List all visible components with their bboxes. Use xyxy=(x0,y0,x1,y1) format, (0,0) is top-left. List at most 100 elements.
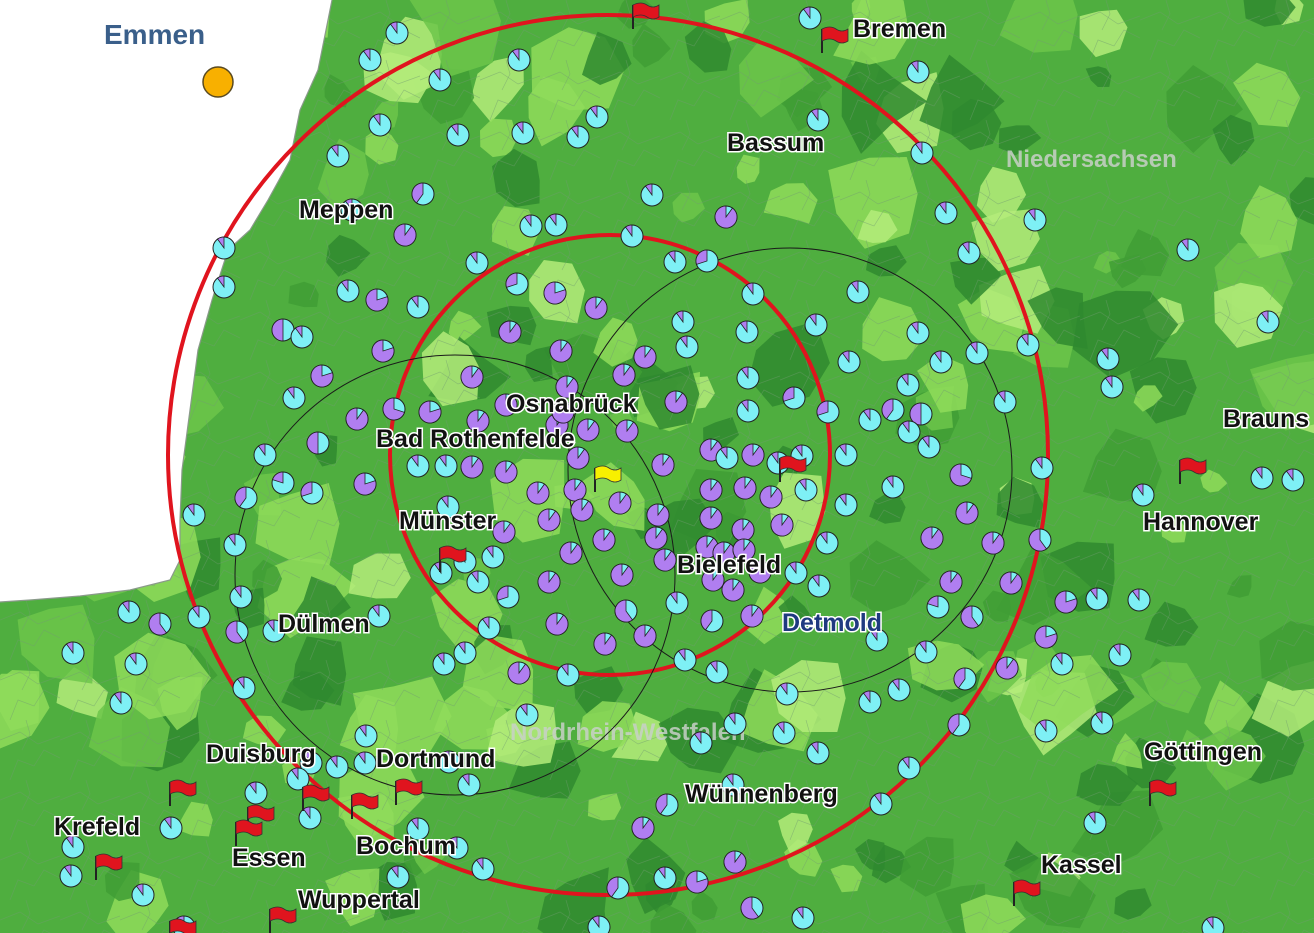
store-pie-marker[interactable] xyxy=(748,560,772,584)
store-pie-marker[interactable] xyxy=(382,397,406,421)
store-pie-marker[interactable] xyxy=(947,713,971,737)
store-pie-marker[interactable] xyxy=(794,478,818,502)
store-pie-marker[interactable] xyxy=(714,205,738,229)
store-pie-marker[interactable] xyxy=(887,678,911,702)
store-pie-marker[interactable] xyxy=(675,335,699,359)
red-flag-marker[interactable] xyxy=(95,853,123,880)
store-pie-marker[interactable] xyxy=(563,478,587,502)
store-pie-marker[interactable] xyxy=(865,628,889,652)
red-flag-marker[interactable] xyxy=(169,779,197,806)
store-pie-marker[interactable] xyxy=(505,272,529,296)
store-pie-marker[interactable] xyxy=(570,498,594,522)
store-pie-marker[interactable] xyxy=(920,526,944,550)
store-pie-marker[interactable] xyxy=(559,541,583,565)
store-pie-marker[interactable] xyxy=(804,313,828,337)
red-flag-marker[interactable] xyxy=(1149,779,1177,806)
store-pie-marker[interactable] xyxy=(212,236,236,260)
store-pie-marker[interactable] xyxy=(1034,719,1058,743)
store-pie-marker[interactable] xyxy=(368,113,392,137)
store-pie-marker[interactable] xyxy=(906,60,930,84)
store-pie-marker[interactable] xyxy=(282,386,306,410)
store-pie-marker[interactable] xyxy=(1281,468,1305,492)
store-pie-marker[interactable] xyxy=(544,213,568,237)
red-flag-marker[interactable] xyxy=(632,2,660,29)
store-pie-marker[interactable] xyxy=(723,850,747,874)
store-pie-marker[interactable] xyxy=(993,390,1017,414)
store-pie-marker[interactable] xyxy=(791,906,815,930)
store-pie-marker[interactable] xyxy=(775,682,799,706)
store-pie-marker[interactable] xyxy=(232,676,256,700)
store-pie-marker[interactable] xyxy=(253,443,277,467)
store-pie-marker[interactable] xyxy=(340,198,364,222)
store-pie-marker[interactable] xyxy=(770,513,794,537)
store-pie-marker[interactable] xyxy=(576,418,600,442)
store-pie-marker[interactable] xyxy=(1090,711,1114,735)
store-pie-marker[interactable] xyxy=(815,531,839,555)
store-pie-marker[interactable] xyxy=(61,835,85,859)
store-pie-marker[interactable] xyxy=(816,400,840,424)
store-pie-marker[interactable] xyxy=(712,541,736,565)
store-pie-marker[interactable] xyxy=(644,526,668,550)
store-pie-marker[interactable] xyxy=(798,6,822,30)
store-pie-marker[interactable] xyxy=(949,463,973,487)
store-pie-marker[interactable] xyxy=(689,731,713,755)
store-pie-marker[interactable] xyxy=(371,339,395,363)
store-pie-marker[interactable] xyxy=(537,508,561,532)
store-pie-marker[interactable] xyxy=(906,321,930,345)
store-pie-marker[interactable] xyxy=(705,660,729,684)
store-pie-marker[interactable] xyxy=(646,503,670,527)
store-pie-marker[interactable] xyxy=(701,568,725,592)
store-pie-marker[interactable] xyxy=(124,652,148,676)
store-pie-marker[interactable] xyxy=(965,341,989,365)
store-pie-marker[interactable] xyxy=(663,250,687,274)
store-pie-marker[interactable] xyxy=(406,817,430,841)
store-pie-marker[interactable] xyxy=(584,296,608,320)
store-pie-marker[interactable] xyxy=(457,773,481,797)
store-pie-marker[interactable] xyxy=(386,865,410,889)
store-pie-marker[interactable] xyxy=(1023,208,1047,232)
store-pie-marker[interactable] xyxy=(653,548,677,572)
store-pie-marker[interactable] xyxy=(453,641,477,665)
store-pie-marker[interactable] xyxy=(353,472,377,496)
store-pie-marker[interactable] xyxy=(735,320,759,344)
store-pie-marker[interactable] xyxy=(225,620,249,644)
store-pie-marker[interactable] xyxy=(896,373,920,397)
store-pie-marker[interactable] xyxy=(498,320,522,344)
store-pie-marker[interactable] xyxy=(271,471,295,495)
store-pie-marker[interactable] xyxy=(784,561,808,585)
store-pie-marker[interactable] xyxy=(740,604,764,628)
store-pie-marker[interactable] xyxy=(608,491,632,515)
store-pie-marker[interactable] xyxy=(685,870,709,894)
red-flag-marker[interactable] xyxy=(395,778,423,805)
red-flag-marker[interactable] xyxy=(821,26,849,53)
store-pie-marker[interactable] xyxy=(117,600,141,624)
store-pie-marker[interactable] xyxy=(926,595,950,619)
store-pie-marker[interactable] xyxy=(733,476,757,500)
store-pie-marker[interactable] xyxy=(182,503,206,527)
store-pie-marker[interactable] xyxy=(367,604,391,628)
store-pie-marker[interactable] xyxy=(960,605,984,629)
store-pie-marker[interactable] xyxy=(1050,652,1074,676)
store-pie-marker[interactable] xyxy=(587,915,611,933)
store-pie-marker[interactable] xyxy=(212,275,236,299)
store-pie-marker[interactable] xyxy=(914,640,938,664)
store-pie-marker[interactable] xyxy=(109,691,133,715)
store-pie-marker[interactable] xyxy=(732,538,756,562)
store-pie-marker[interactable] xyxy=(1131,483,1155,507)
store-pie-marker[interactable] xyxy=(418,400,442,424)
store-pie-marker[interactable] xyxy=(955,501,979,525)
store-pie-marker[interactable] xyxy=(740,896,764,920)
store-pie-marker[interactable] xyxy=(736,366,760,390)
store-pie-marker[interactable] xyxy=(187,605,211,629)
store-pie-marker[interactable] xyxy=(585,105,609,129)
store-pie-marker[interactable] xyxy=(620,224,644,248)
store-pie-marker[interactable] xyxy=(834,443,858,467)
store-pie-marker[interactable] xyxy=(515,703,539,727)
store-pie-marker[interactable] xyxy=(481,545,505,569)
store-pie-marker[interactable] xyxy=(673,648,697,672)
store-pie-marker[interactable] xyxy=(610,563,634,587)
store-pie-marker[interactable] xyxy=(1028,528,1052,552)
store-pie-marker[interactable] xyxy=(549,339,573,363)
store-pie-marker[interactable] xyxy=(995,656,1019,680)
store-pie-marker[interactable] xyxy=(566,446,590,470)
